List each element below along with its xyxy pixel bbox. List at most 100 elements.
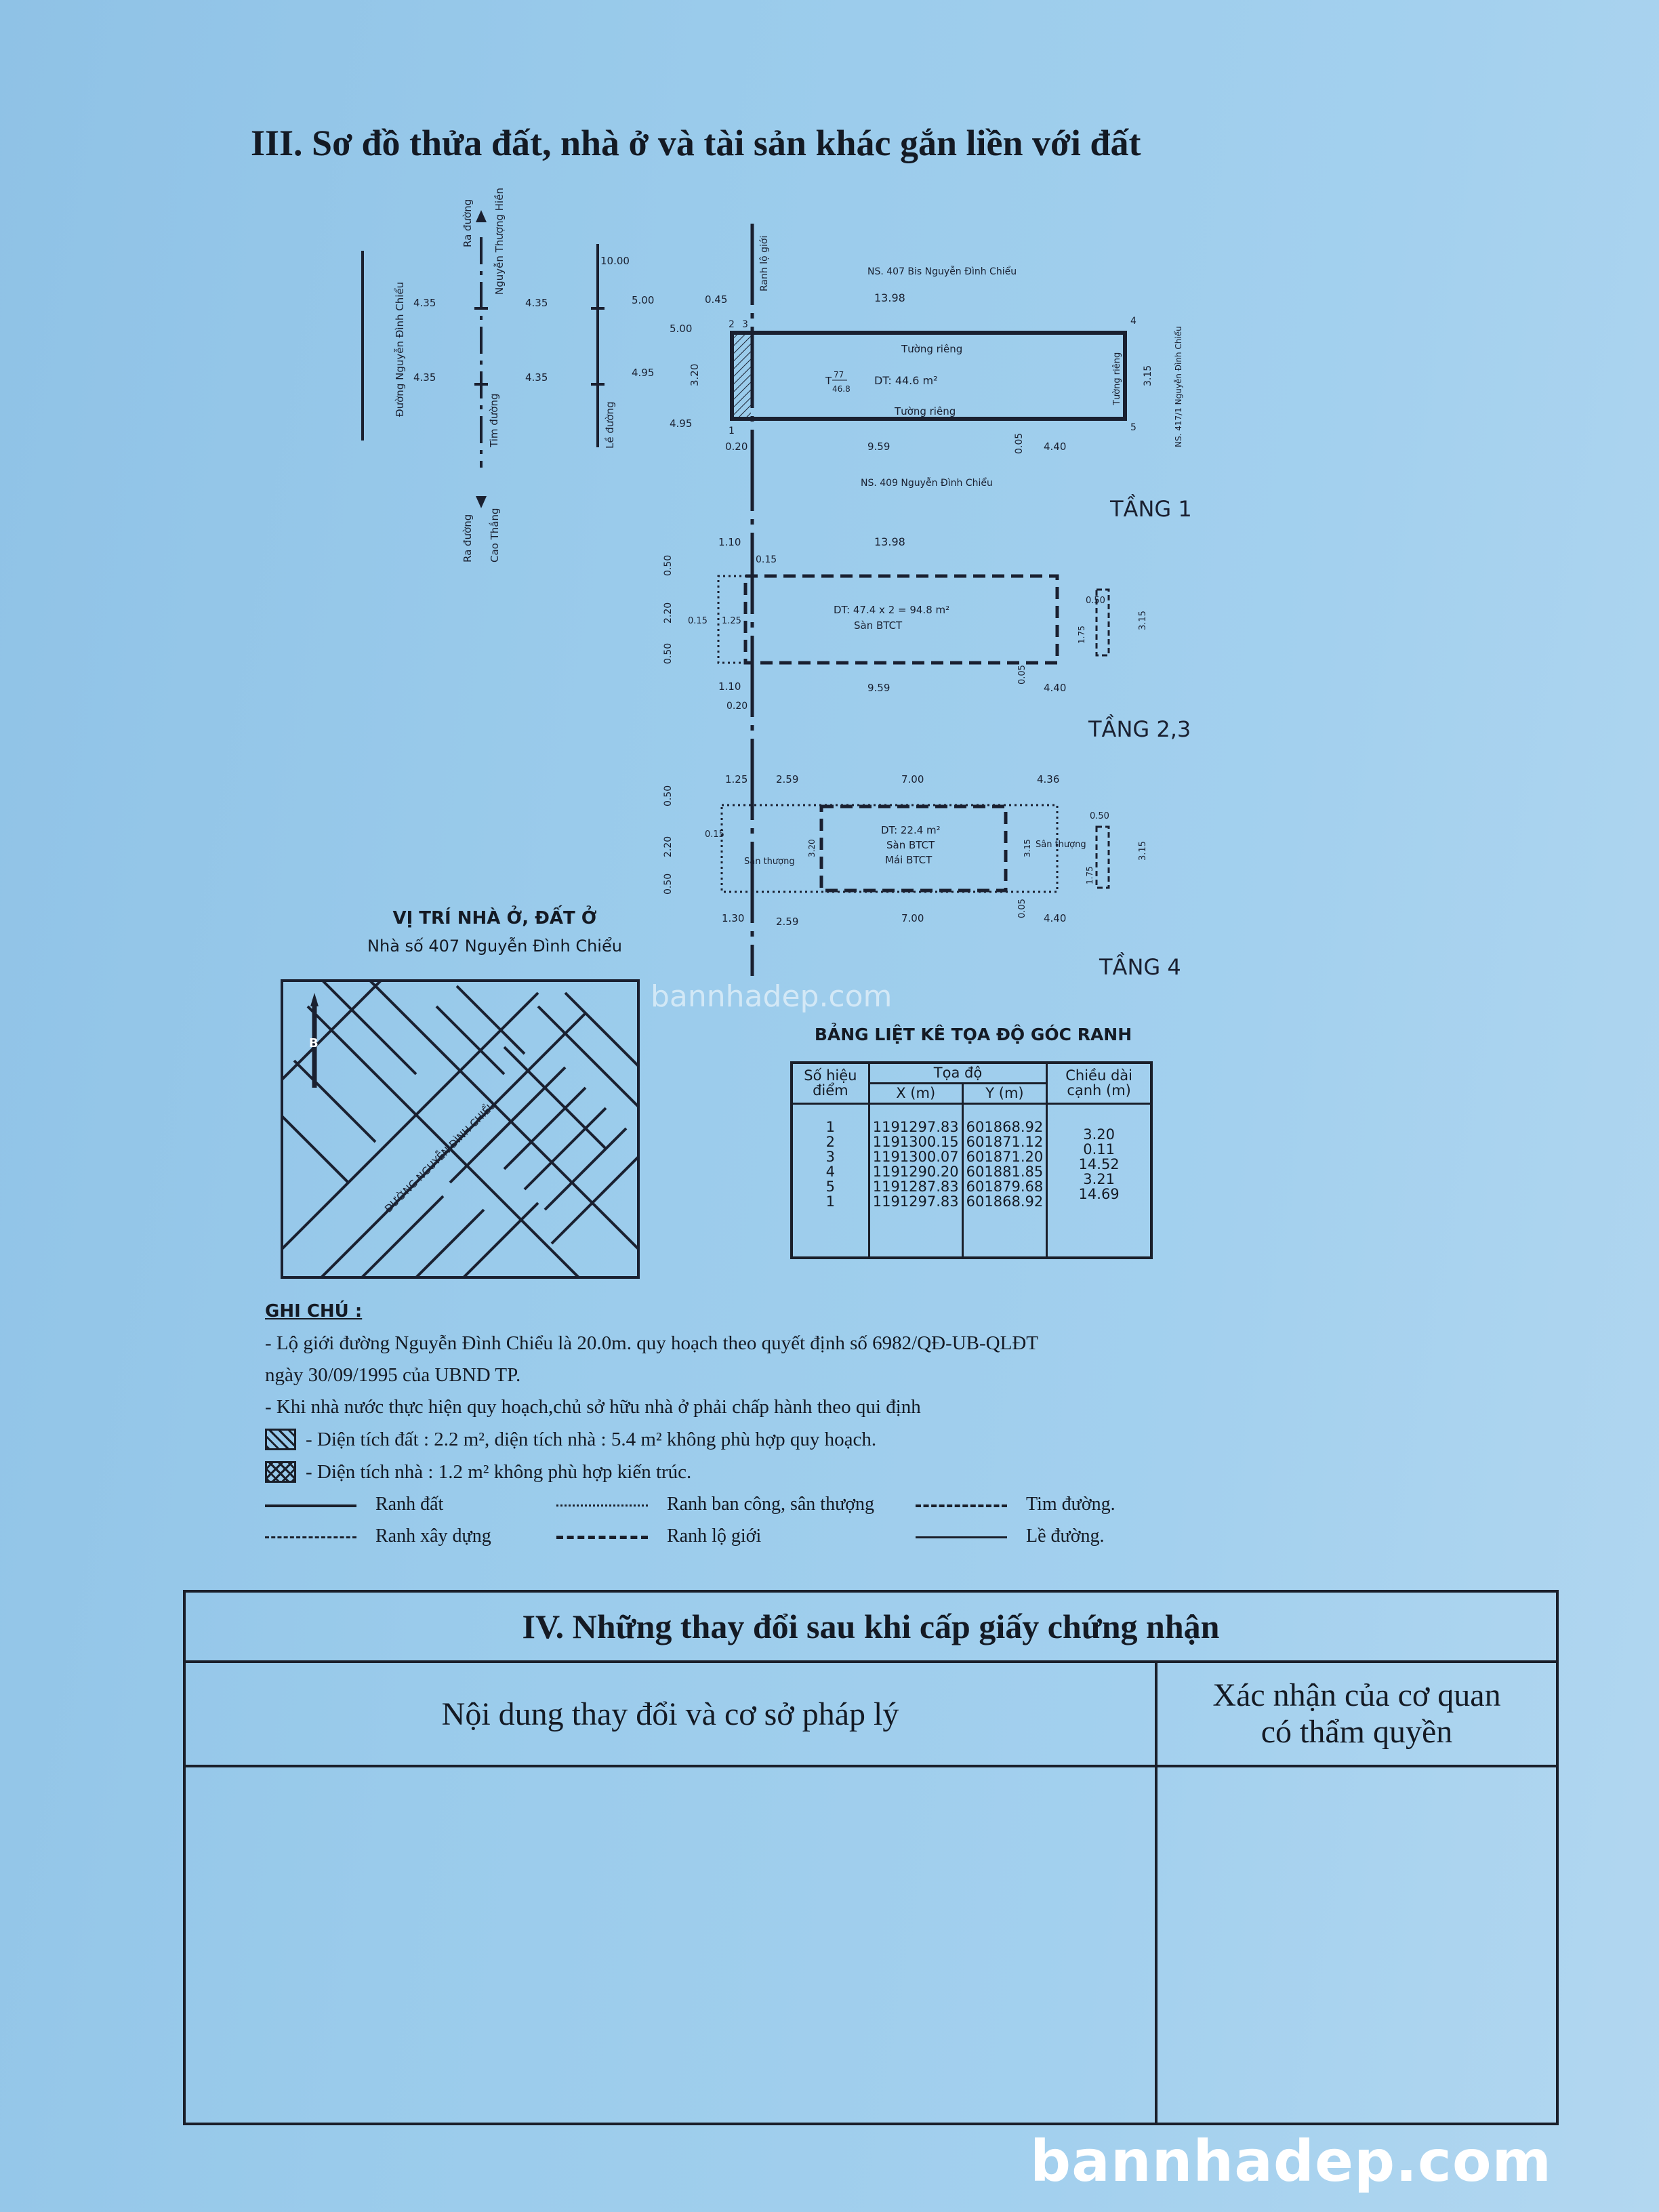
line-legend: Ranh đất Ranh ban công, sân thượng Tim đ… bbox=[265, 1488, 1166, 1552]
dim-label: 0.50 bbox=[663, 785, 674, 806]
dim-label: 4.95 bbox=[632, 367, 654, 379]
coord-cell: 1191297.83 bbox=[872, 1193, 959, 1210]
dim-label: 0.50 bbox=[1090, 811, 1109, 821]
dim-label: 2.20 bbox=[663, 836, 674, 857]
coord-cell: 1191287.83 bbox=[872, 1178, 959, 1195]
note-line: - Diện tích đất : 2.2 m², diện tích nhà … bbox=[306, 1428, 877, 1450]
dim-label: 0.50 bbox=[663, 874, 674, 895]
dim-label: 4.40 bbox=[1044, 441, 1066, 453]
length-cell: 14.52 bbox=[1078, 1155, 1120, 1172]
area-label: DT: 44.6 m² bbox=[874, 374, 938, 387]
dim-label: 13.98 bbox=[874, 535, 905, 548]
authority-header-line: có thẩm quyền bbox=[1261, 1714, 1453, 1750]
note-line: - Lộ giới đường Nguyễn Đình Chiểu là 20.… bbox=[265, 1332, 1038, 1354]
land-boundary bbox=[730, 331, 1127, 421]
t-numerator: 77 bbox=[834, 370, 844, 380]
dim-label: 7.00 bbox=[901, 912, 924, 924]
header-point: Số hiệu điểm bbox=[790, 1061, 870, 1105]
dim-label: 4.35 bbox=[413, 371, 436, 384]
to-north-street: Nguyễn Thượng Hiền bbox=[493, 188, 506, 295]
legend-label: Ranh đất bbox=[375, 1494, 444, 1515]
dim-label: 1.10 bbox=[718, 536, 741, 548]
stair bbox=[1095, 588, 1110, 657]
dim-label: 1.75 bbox=[1085, 866, 1094, 884]
hatched-area bbox=[733, 334, 751, 417]
coord-cell: 1191297.83 bbox=[872, 1118, 959, 1135]
terrace-label: Sân thượng bbox=[744, 857, 795, 867]
coord-table-title: BẢNG LIỆT KÊ TỌA ĐỘ GÓC RANH bbox=[814, 1025, 1132, 1044]
coord-cell: 1191300.15 bbox=[872, 1133, 959, 1150]
curb-label: Lề đường bbox=[604, 401, 616, 449]
length-cell: 0.11 bbox=[1083, 1141, 1115, 1158]
legend-label: Tim đường. bbox=[1026, 1494, 1115, 1515]
dim-label: 0.05 bbox=[1017, 665, 1027, 684]
coord-cell: 601868.92 bbox=[966, 1193, 1044, 1210]
notes-heading: GHI CHÚ : bbox=[265, 1301, 363, 1322]
legend-label: Ranh lộ giới bbox=[667, 1525, 762, 1547]
note-line: ngày 30/09/1995 của UBND TP. bbox=[265, 1364, 521, 1386]
to-south-label: Ra đường bbox=[462, 514, 474, 562]
dim-label: 4.95 bbox=[670, 417, 692, 430]
dim-label: 0.20 bbox=[726, 701, 747, 712]
coord-cell: 601868.92 bbox=[966, 1118, 1044, 1135]
dim-label: 13.98 bbox=[874, 291, 905, 304]
section-3-title: III. Sơ đồ thửa đất, nhà ở và tài sản kh… bbox=[251, 123, 1141, 163]
dim-label: 4.40 bbox=[1044, 682, 1066, 694]
building-boundary bbox=[819, 804, 1008, 893]
dim-label: 3.15 bbox=[1023, 839, 1032, 857]
coord-cell: 5 bbox=[825, 1178, 836, 1195]
note-line: - Diện tích nhà : 1.2 m² không phù hợp k… bbox=[306, 1460, 692, 1483]
point-label: 3 bbox=[742, 319, 748, 330]
t-prefix: T bbox=[825, 375, 832, 387]
area-label: DT: 22.4 m² bbox=[881, 824, 941, 836]
north-label: B bbox=[309, 1036, 319, 1050]
material-label: Sàn BTCT bbox=[854, 619, 903, 632]
section-4-table: IV. Những thay đổi sau khi cấp giấy chứn… bbox=[183, 1590, 1559, 2125]
dim-label: 3.15 bbox=[1143, 365, 1153, 386]
north-neighbor: NS. 407 Bis Nguyễn Đình Chiểu bbox=[867, 266, 1017, 277]
dim-label: 4.35 bbox=[525, 297, 548, 309]
arrow-up-icon bbox=[476, 210, 487, 222]
location-map: B ĐƯỜNG NGUYỄN ĐÌNH CHIỂU bbox=[281, 979, 640, 1279]
parcel-lines bbox=[281, 979, 640, 1279]
wall-label: Tường riêng bbox=[894, 405, 956, 417]
dim-label: 0.50 bbox=[663, 555, 674, 576]
location-map-title: VỊ TRÍ NHÀ Ở, ĐẤT Ở bbox=[392, 908, 597, 928]
dim-label: 9.59 bbox=[867, 682, 890, 694]
section-4-title: IV. Những thay đổi sau khi cấp giấy chứn… bbox=[186, 1593, 1556, 1663]
coord-cell: 601879.68 bbox=[966, 1178, 1044, 1195]
dim-label: 0.20 bbox=[725, 441, 747, 453]
arrow-down-icon bbox=[476, 496, 487, 508]
dim-label: 4.36 bbox=[1037, 773, 1059, 785]
dim-label: 3.20 bbox=[807, 839, 817, 857]
change-content-cell[interactable] bbox=[186, 1767, 1158, 2125]
dim-label: 1.30 bbox=[722, 912, 744, 924]
notes: GHI CHÚ : - Lộ giới đường Nguyễn Đình Ch… bbox=[265, 1296, 1166, 1552]
coord-table: Số hiệu điểm Tọa độ Chiều dài cạnh (m) X… bbox=[790, 1061, 1153, 1259]
dim-label: 4.35 bbox=[413, 297, 436, 309]
dim-label: 2.59 bbox=[776, 773, 798, 785]
coord-cell: 1 bbox=[825, 1118, 836, 1135]
east-neighbor: NS. 417/1 Nguyễn Đình Chiểu bbox=[1174, 326, 1183, 447]
dim-label: 0.05 bbox=[1014, 433, 1025, 454]
dim-label: 0.05 bbox=[1017, 899, 1027, 918]
length-cell: 3.21 bbox=[1083, 1170, 1115, 1187]
center-label: Tim đường bbox=[488, 394, 500, 448]
dim-label: 5.00 bbox=[632, 294, 654, 306]
dim-label: 0.50 bbox=[1086, 596, 1105, 606]
coord-cell: 1191290.20 bbox=[872, 1163, 959, 1180]
material-label: Sàn BTCT bbox=[886, 839, 935, 851]
to-south-street: Cao Thắng bbox=[489, 508, 501, 562]
dim-label: 0.50 bbox=[663, 643, 674, 664]
point-label: 4 bbox=[1130, 316, 1136, 327]
coord-cell: 601871.12 bbox=[966, 1133, 1044, 1150]
dim-label: 0.15 bbox=[756, 554, 777, 565]
terrace-label: Sân thượng bbox=[1036, 840, 1086, 850]
material-label: Mái BTCT bbox=[885, 854, 933, 866]
coord-cell: 601871.20 bbox=[966, 1148, 1044, 1165]
floor-1-label: TẦNG 1 bbox=[1109, 494, 1192, 522]
coord-cell: 1 bbox=[825, 1193, 836, 1210]
change-content-header: Nội dung thay đổi và cơ sở pháp lý bbox=[186, 1663, 1158, 1765]
coord-cell: 3 bbox=[825, 1148, 836, 1165]
